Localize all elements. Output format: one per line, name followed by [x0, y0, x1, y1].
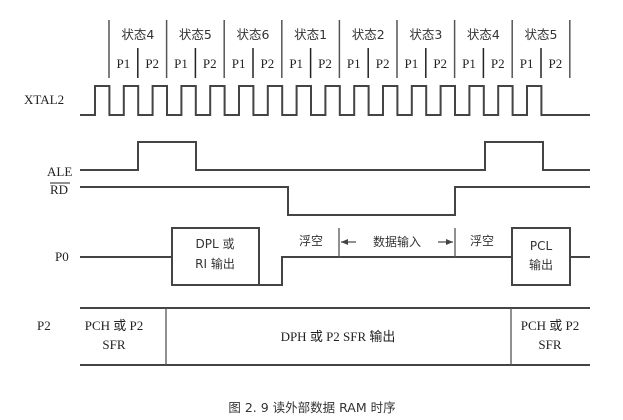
state-label: 状态6: [237, 27, 270, 42]
phase-label: P2: [145, 56, 159, 71]
phase-label: P1: [462, 56, 476, 71]
p2-right-line2: SFR: [538, 337, 561, 352]
data-input-label: 数据输入: [373, 234, 421, 249]
xtal2-label: XTAL2: [24, 92, 64, 107]
state-label: 状态2: [352, 27, 385, 42]
phase-label: P2: [491, 56, 505, 71]
state-label: 状态1: [294, 27, 327, 42]
rd-waveform: [80, 186, 590, 216]
state-label: 状态4: [121, 27, 154, 42]
dpl-ri-output-box: [171, 227, 260, 286]
state-label: 状态5: [179, 27, 212, 42]
phase-label: P1: [405, 56, 419, 71]
ale-label: ALE: [47, 164, 72, 179]
dpl-ri-line1: DPL 或: [196, 237, 235, 251]
phase-label: P2: [433, 56, 447, 71]
phase-label: P1: [117, 56, 131, 71]
p0-label: P0: [55, 249, 69, 264]
pcl-line1: PCL: [530, 239, 553, 253]
phase-label: P2: [318, 56, 332, 71]
pcl-output-box: [511, 227, 571, 286]
p2-middle-label: DPH 或 P2 SFR 输出: [281, 329, 396, 344]
phase-label: P2: [376, 56, 390, 71]
phase-label: P2: [203, 56, 217, 71]
state-label: 状态5: [525, 27, 558, 42]
phase-label: P1: [520, 56, 534, 71]
p2-left-line2: SFR: [102, 337, 125, 352]
p2-waveform: [80, 307, 590, 366]
phase-label: P2: [261, 56, 275, 71]
ale-waveform: [80, 141, 590, 171]
float-label-2: 浮空: [470, 234, 494, 248]
state-label: 状态3: [409, 27, 442, 42]
state-label: 状态4: [467, 27, 500, 42]
p2-label: P2: [37, 318, 51, 333]
dpl-ri-line2: RI 输出: [195, 256, 235, 271]
p2-left-line1: PCH 或 P2: [85, 318, 144, 333]
rd-label: RD: [50, 182, 68, 197]
xtal2-waveform: [80, 85, 590, 116]
phase-label: P1: [174, 56, 188, 71]
float-label-1: 浮空: [299, 234, 323, 248]
phase-label: P1: [289, 56, 303, 71]
p2-right-line1: PCH 或 P2: [521, 318, 580, 333]
phase-label: P2: [549, 56, 563, 71]
pcl-line2: 输出: [529, 257, 553, 272]
phase-label: P1: [347, 56, 361, 71]
phase-label: P1: [232, 56, 246, 71]
figure-caption: 图 2. 9 读外部数据 RAM 时序: [228, 400, 395, 415]
p0-waveform: [80, 227, 590, 286]
